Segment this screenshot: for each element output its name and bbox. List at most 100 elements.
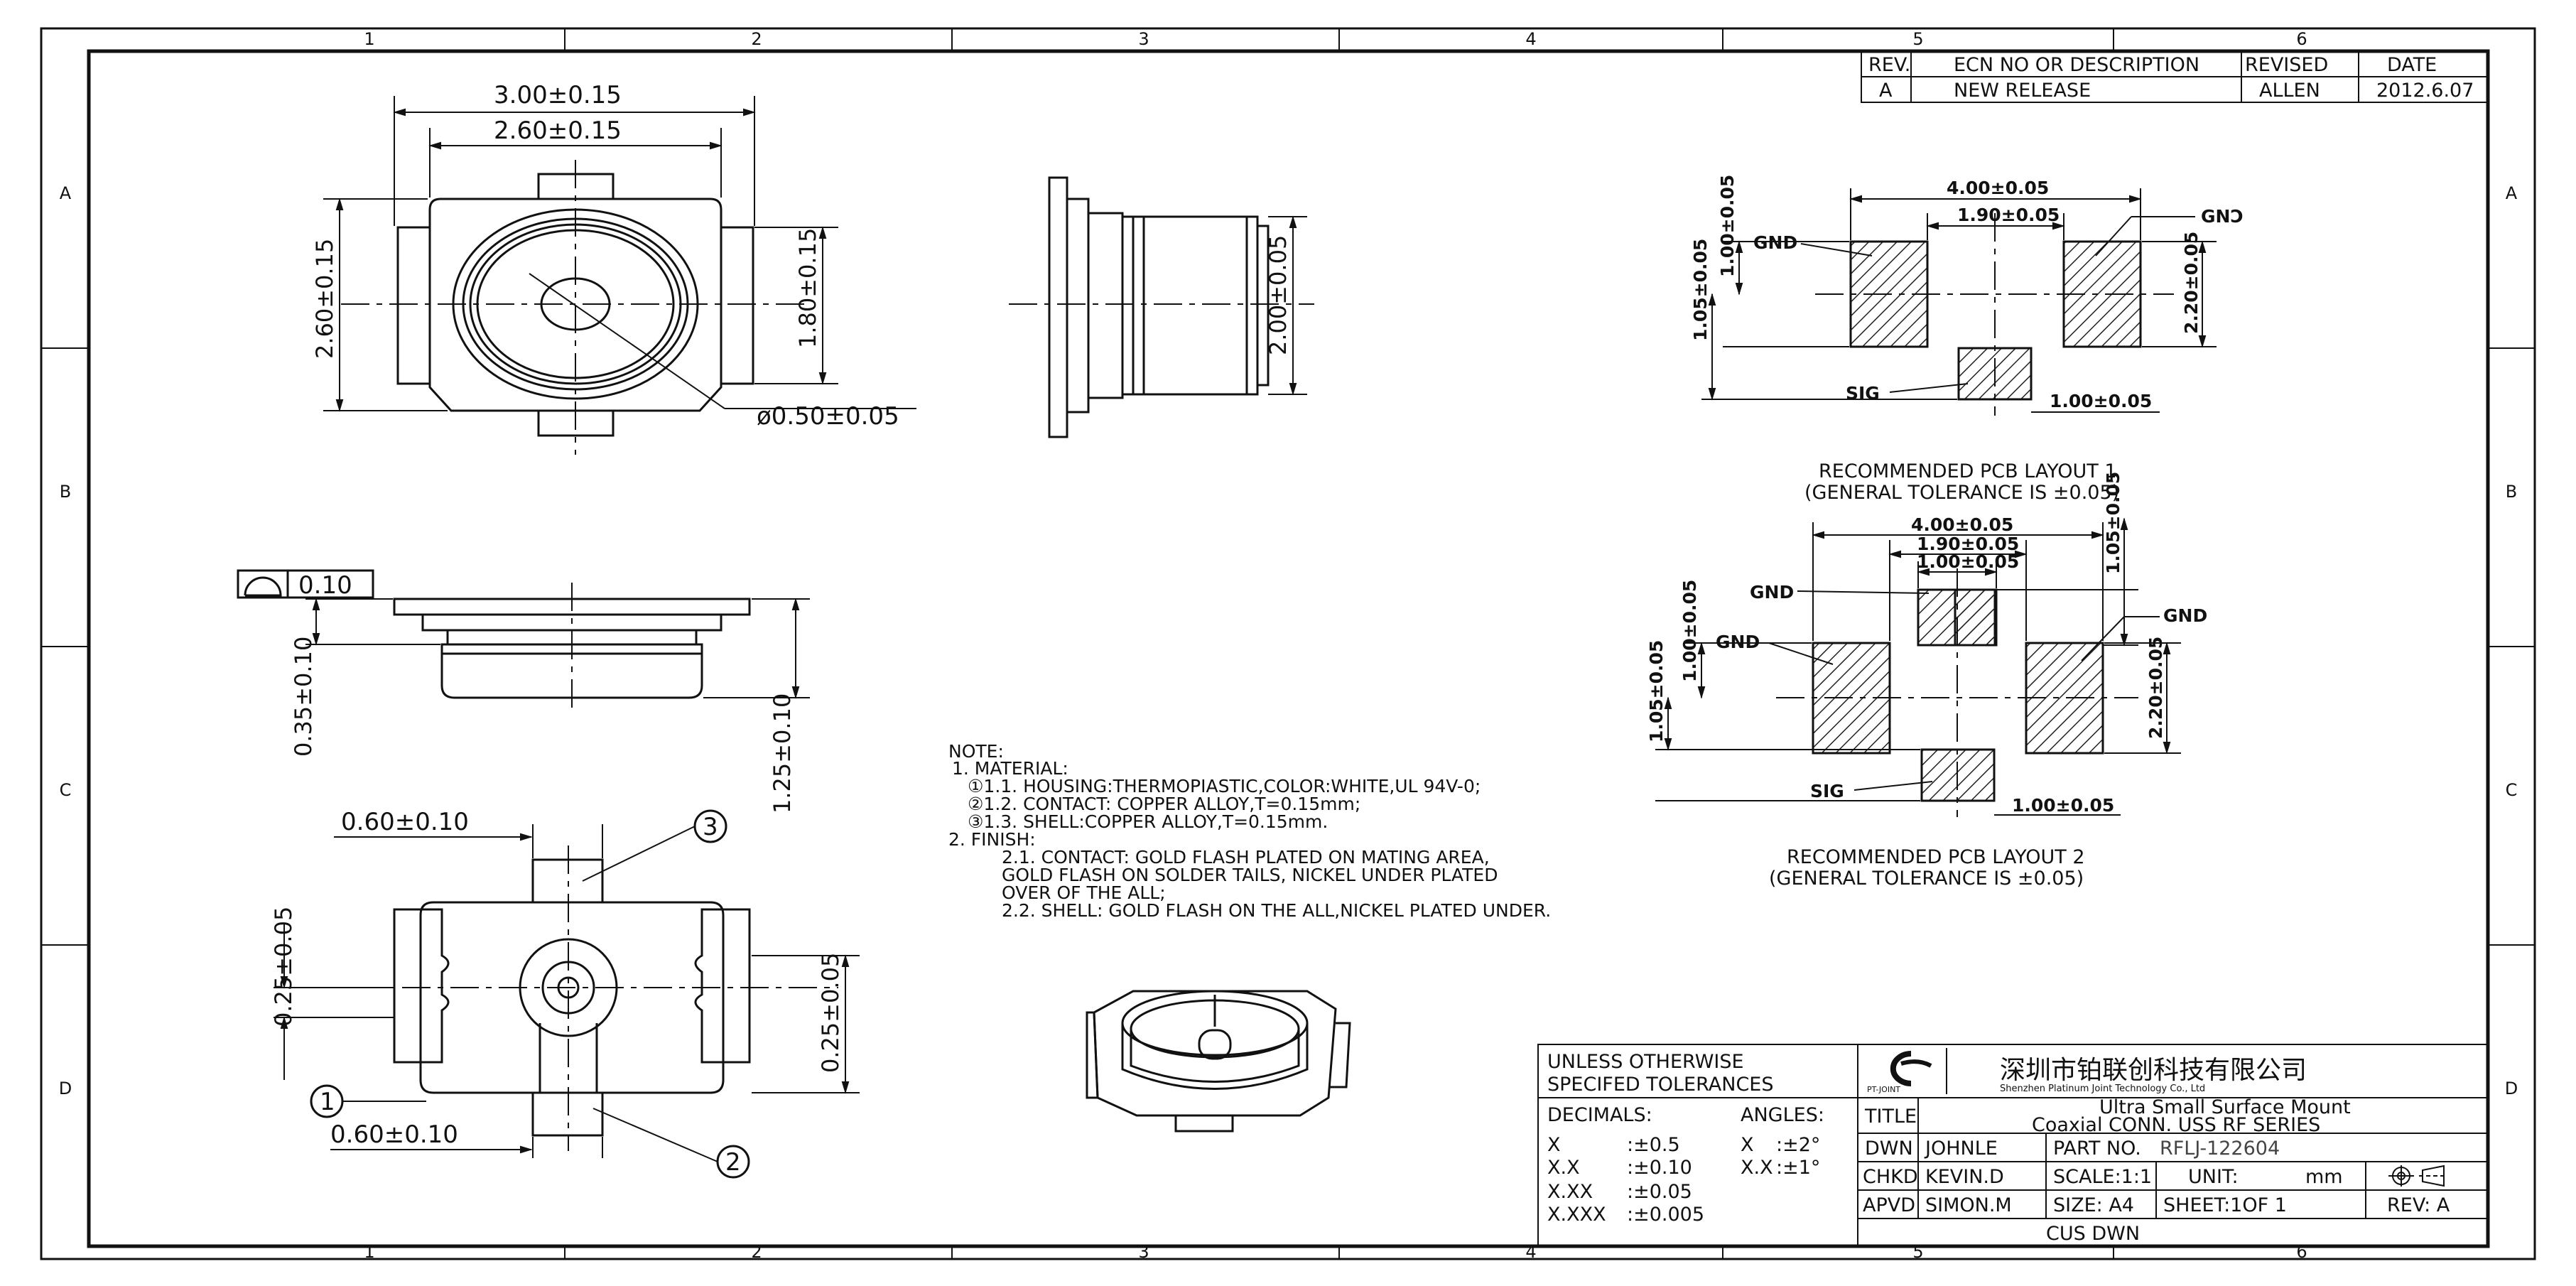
title-line-2: Coaxial CONN. USS RF SERIES: [2032, 1114, 2320, 1136]
pcb2-dim-gap: 1.90±0.05: [1917, 534, 2019, 554]
dec-row-0-val: :±0.5: [1627, 1134, 1680, 1156]
dec-row-2-key: X.XX: [1547, 1181, 1593, 1203]
pcb2-label-gnd-left: GND: [1716, 632, 1760, 652]
flatness-symbol: [244, 576, 282, 597]
pcb1-dim-width: 4.00±0.05: [1947, 178, 2049, 198]
decimals-label: DECIMALS:: [1547, 1104, 1652, 1126]
pcb-layout-1: 4.00±0.05 1.90±0.05 1.00±0.05 1.05±0.05 …: [1690, 175, 2244, 504]
grid-col-3-bottom: 3: [1138, 1242, 1149, 1262]
pcb1-label-gnd-left: GND: [1753, 232, 1797, 253]
revision-block: REV. ECN NO OR DESCRIPTION REVISED DATE …: [1861, 50, 2489, 103]
sheet-border: [40, 27, 2536, 1260]
grid-col-5-bottom: 5: [1912, 1242, 1923, 1262]
grid-col-2-bottom: 2: [751, 1242, 762, 1262]
part-no: RFLJ-122604: [2160, 1138, 2280, 1160]
grid-row-b-right: B: [2506, 482, 2517, 502]
note-line-8: OVER OF THE ALL;: [1002, 882, 1166, 903]
pcb2-gnd-pad-top-right: [1954, 588, 1998, 647]
pcb1-dim-pad-h: 1.00±0.05: [1717, 175, 1738, 277]
pcb2-label-gnd-right: GND: [2163, 605, 2207, 626]
note-line-1: 1. MATERIAL:: [952, 758, 1068, 779]
projection-symbol-icon: [2388, 1165, 2447, 1187]
pcb2-dim-top-pad: 1.00±0.05: [1917, 551, 2019, 572]
dim-front-right: 1.25±0.10: [769, 693, 796, 814]
unit-label: UNIT:: [2188, 1166, 2239, 1188]
company-name-en: Shenzhen Platinum Joint Technology Co., …: [2000, 1084, 2205, 1094]
grid-col-5-top: 5: [1912, 29, 1923, 49]
dec-row-0-key: X: [1547, 1134, 1561, 1156]
grid-col-4-bottom: 4: [1525, 1242, 1536, 1262]
note-line-0: NOTE:: [948, 741, 1004, 762]
ang-row-1-val: :±1°: [1776, 1157, 1820, 1179]
grid-col-6-bottom: 6: [2296, 1242, 2307, 1262]
ang-row-1-key: X.X: [1741, 1157, 1773, 1179]
note-line-2: ①1.1. HOUSING:THERMOPIASTIC,COLOR:WHITE,…: [968, 776, 1481, 796]
sheet: SHEET:1OF 1: [2163, 1194, 2287, 1216]
flatness-value: 0.10: [298, 571, 352, 600]
pcb2-dim-pad-h: 1.00±0.05: [1679, 580, 1700, 682]
size: SIZE: A4: [2053, 1194, 2134, 1216]
iso-view: [1086, 990, 1351, 1133]
rev-row-revised: ALLEN: [2259, 80, 2320, 102]
pcb1-label-gnd-right: GNƆ: [2201, 206, 2244, 227]
side-view-right: 2.00±0.05: [1009, 176, 1314, 438]
pcb1-label-sig: SIG: [1846, 383, 1880, 404]
scale: SCALE:1:1: [2053, 1166, 2152, 1188]
footer-cus-dwn: CUS DWN: [2046, 1223, 2140, 1245]
rev-header-description: ECN NO OR DESCRIPTION: [1954, 54, 2199, 76]
note-line-5: 2. FINISH:: [948, 829, 1036, 850]
pcb1-dim-total-h: 1.05±0.05: [1690, 239, 1711, 341]
pcb2-tolerance: (GENERAL TOLERANCE IS ±0.05): [1769, 868, 2084, 890]
grid-col-6-top: 6: [2296, 29, 2307, 49]
title-line-1: Ultra Small Surface Mount: [2099, 1096, 2351, 1118]
grid-row-d-left: D: [59, 1079, 72, 1098]
note-line-7: GOLD FLASH ON SOLDER TAILS, NICKEL UNDER…: [1002, 865, 1498, 885]
dim-top-height-inner: 1.80±0.15: [794, 228, 821, 348]
grid-row-c-left: C: [60, 780, 72, 800]
front-view: 0.10 0.35±0.10 1.25±0.10: [237, 569, 810, 814]
rev-header-date: DATE: [2387, 54, 2437, 76]
angles-label: ANGLES:: [1741, 1104, 1824, 1126]
pcb2-caption: RECOMMENDED PCB LAYOUT 2: [1787, 846, 2085, 868]
note-line-9: 2.2. SHELL: GOLD FLASH ON THE ALL,NICKEL…: [1002, 900, 1551, 921]
tolerance-title-1: UNLESS OTHERWISE: [1547, 1051, 1744, 1073]
pcb2-label-sig: SIG: [1810, 781, 1844, 801]
dim-pin-diameter: ø0.50±0.05: [757, 402, 899, 431]
pcb2-dim-top-right: 1.05±0.05: [2103, 472, 2123, 574]
title-label: TITLE: [1864, 1106, 1917, 1128]
pcb2-dim-width: 4.00±0.05: [1911, 514, 2013, 535]
chkd-label: CHKD: [1863, 1166, 1918, 1188]
balloon-3: 3: [703, 813, 718, 841]
chkd-name: KEVIN.D: [1925, 1166, 2004, 1188]
dim-bottom-top: 0.60±0.10: [341, 808, 469, 836]
tolerance-title-2: SPECIFED TOLERANCES: [1547, 1074, 1774, 1096]
notes-block: NOTE: 1. MATERIAL: ①1.1. HOUSING:THERMOP…: [948, 741, 1551, 921]
company-logo: PT-JOINT: [1867, 1051, 1932, 1094]
dim-front-left: 0.35±0.10: [290, 637, 317, 757]
grid-col-1-bottom: 1: [364, 1242, 374, 1262]
dec-row-3-key: X.XXX: [1547, 1204, 1606, 1226]
pcb1-dim-sig-w: 1.00±0.05: [2050, 391, 2152, 411]
apvd-label: APVD: [1863, 1194, 1915, 1216]
ang-row-0-key: X: [1741, 1134, 1754, 1156]
pcb1-dim-gap: 1.90±0.05: [1957, 205, 2060, 225]
dec-row-2-val: :±0.05: [1627, 1181, 1692, 1203]
note-line-3: ②1.2. CONTACT: COPPER ALLOY,T=0.15mm;: [968, 794, 1360, 814]
dec-row-1-key: X.X: [1547, 1157, 1580, 1179]
company-name-cn: 深圳市铂联创科技有限公司: [2000, 1056, 2307, 1085]
pcb2-dim-sig-w: 1.00±0.05: [2012, 795, 2114, 816]
grid-row-a-left: A: [60, 183, 72, 203]
dim-bottom-right: 0.25±0.05: [817, 953, 844, 1073]
grid-col-4-top: 4: [1525, 29, 1536, 49]
grid-col-2-top: 2: [751, 29, 762, 49]
balloon-1: 1: [320, 1088, 335, 1116]
rev-row-date: 2012.6.07: [2376, 80, 2474, 102]
dim-top-width-inner: 2.60±0.15: [494, 117, 622, 145]
top-view: 3.00±0.15 2.60±0.15 2.60±0.15 1.80±0.15 …: [311, 81, 916, 455]
note-line-6: 2.1. CONTACT: GOLD FLASH PLATED ON MATIN…: [1002, 847, 1490, 868]
flatness-frame: [237, 569, 374, 599]
dim-top-width-outer: 3.00±0.15: [494, 81, 622, 109]
bottom-view: 0.60±0.10 0.60±0.10 0.25±0.05 0.25±0.05 …: [270, 808, 860, 1179]
grid-col-3-top: 3: [1138, 29, 1149, 49]
